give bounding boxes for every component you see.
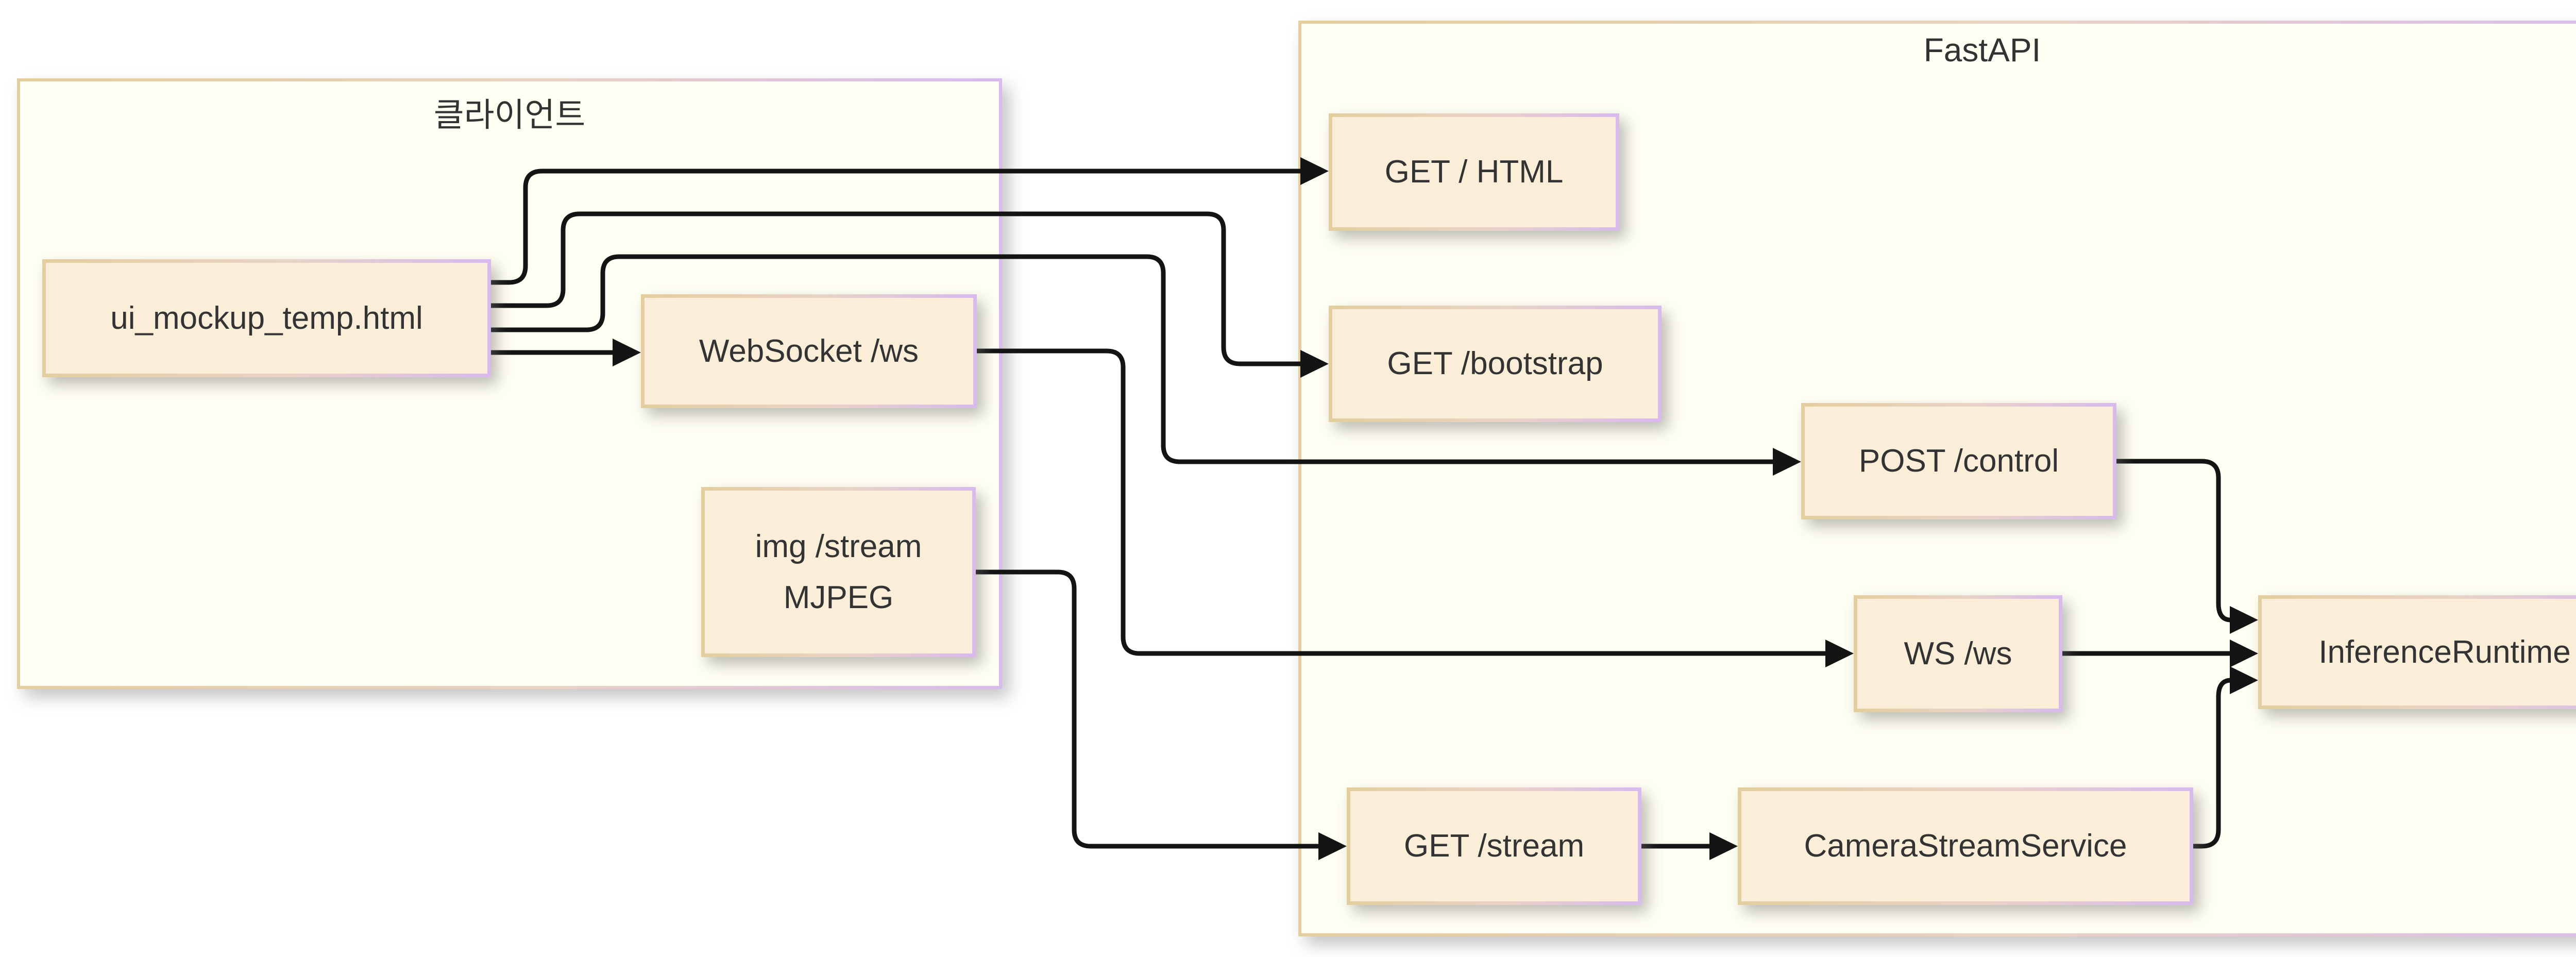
node-get-stream: GET /stream [1347, 787, 1641, 905]
subgraph-fastapi-title: FastAPI [1923, 31, 2041, 69]
node-label: WebSocket /ws [699, 333, 919, 369]
edge-get-stream-to-camera [1641, 832, 1738, 860]
edge-ui-to-get-html [491, 157, 1329, 285]
node-ui-mockup-temp-html: ui_mockup_temp.html [42, 259, 491, 377]
arrowhead-icon [1318, 832, 1347, 860]
arrowhead-icon [613, 339, 641, 366]
node-label: InferenceRuntime [2318, 634, 2571, 670]
edge-camera-to-inference [2193, 666, 2258, 849]
arrowhead-icon [2230, 606, 2258, 634]
node-post-control: POST /control [1801, 403, 2116, 519]
node-inference-runtime: InferenceRuntime [2258, 595, 2576, 709]
edge-img-stream-to-get-stream [976, 569, 1347, 860]
node-img-stream-mjpeg: img /stream MJPEG [701, 487, 976, 657]
node-label: GET /stream [1403, 828, 1585, 864]
arrowhead-icon [2230, 640, 2258, 667]
node-get-bootstrap: GET /bootstrap [1329, 306, 1662, 422]
edge-ui-to-post-control [491, 254, 1801, 476]
node-websocket-ws: WebSocket /ws [641, 294, 977, 408]
edge-post-control-to-inference [2116, 459, 2258, 634]
edge-ws-ws-to-inference [2062, 640, 2258, 667]
subgraph-client-title: 클라이언트 [433, 96, 586, 133]
node-label: POST /control [1858, 443, 2059, 479]
node-label: GET / HTML [1384, 154, 1564, 190]
edge-websocket-to-ws-ws [977, 348, 1854, 667]
arrowhead-icon [1300, 157, 1329, 185]
edge-ui-to-websocket [491, 339, 641, 366]
arrowhead-icon [2230, 666, 2258, 694]
node-label-line2: MJPEG [783, 580, 894, 615]
node-label: ui_mockup_temp.html [110, 300, 423, 336]
node-label-line1: img /stream [755, 528, 922, 564]
node-get-html: GET / HTML [1329, 113, 1619, 231]
node-label: CameraStreamService [1804, 828, 2127, 864]
arrowhead-icon [1709, 832, 1738, 860]
arrowhead-icon [1300, 350, 1329, 378]
node-camera-stream-service: CameraStreamService [1738, 787, 2193, 905]
arrowhead-icon [1825, 640, 1854, 667]
node-ws-ws: WS /ws [1854, 595, 2062, 712]
arrowhead-icon [1773, 448, 1801, 476]
node-label: WS /ws [1904, 635, 2012, 671]
edge-ui-to-get-bootstrap [491, 211, 1329, 378]
node-label: GET /bootstrap [1387, 346, 1603, 382]
